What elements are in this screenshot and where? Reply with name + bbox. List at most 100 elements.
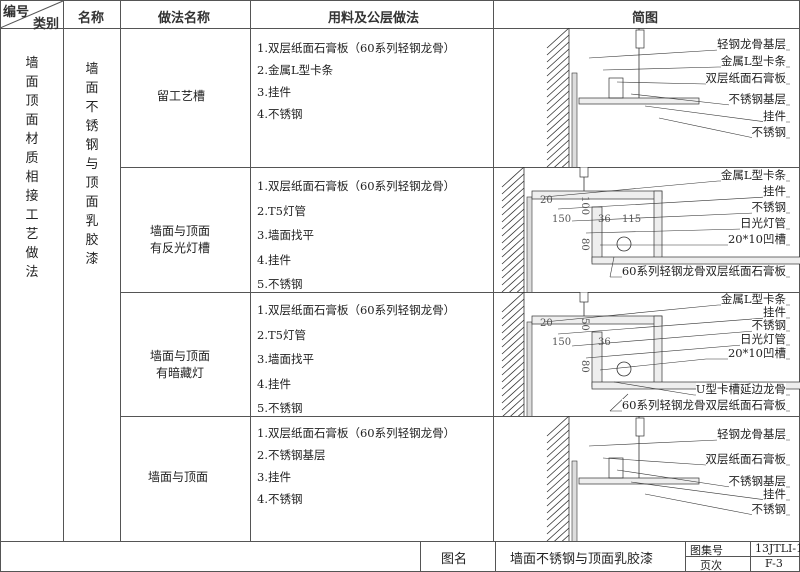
footer-page-label: 页次 <box>700 559 722 572</box>
material-item: 1.双层纸面石膏板（60系列轻钢龙骨） <box>257 179 456 193</box>
wall-hatch <box>501 340 525 362</box>
wall-hatch <box>546 146 570 167</box>
diagram-label: U型卡槽延边龙骨 <box>695 382 786 396</box>
wall-hatch <box>546 499 570 521</box>
diagram-label: 60系列轻钢龙骨双层纸面石膏板 <box>621 398 786 412</box>
diagram-label: 双层纸面石膏板 <box>705 452 786 466</box>
leader-line <box>658 117 755 139</box>
wall-hatch <box>510 403 525 416</box>
dimension-label: 80 <box>579 238 590 251</box>
leader-line <box>602 66 719 71</box>
stainless-panel <box>526 321 533 416</box>
wall-hatch <box>561 160 570 167</box>
leader-line <box>599 358 707 371</box>
wall-hatch <box>501 264 525 286</box>
leader-line <box>616 469 731 488</box>
wall-hatch <box>546 76 570 98</box>
material-item: 2.不锈钢基层 <box>257 448 326 462</box>
wall-hatch <box>546 520 570 541</box>
wall-hatch <box>546 111 570 133</box>
material-item: 1.双层纸面石膏板（60系列轻钢龙骨） <box>257 303 456 317</box>
wall-hatch <box>501 292 525 313</box>
material-item: 5.不锈钢 <box>257 277 303 291</box>
diagram-label: 金属L型卡条 <box>720 54 786 68</box>
wall-hatch <box>546 34 570 56</box>
leader-line <box>571 212 755 222</box>
method-name: 墙面与顶面有暗藏灯 <box>149 349 210 380</box>
material-item: 2.T5灯管 <box>257 203 306 218</box>
material-item: 3.挂件 <box>257 85 291 99</box>
material-item: 3.挂件 <box>257 470 291 484</box>
wall-hatch <box>501 243 525 265</box>
wall-hatch <box>517 410 525 416</box>
diagram-label: 日光灯管 <box>740 332 786 346</box>
wall-hatch <box>501 319 525 341</box>
wall-hatch <box>546 422 570 444</box>
leader-line <box>543 180 719 198</box>
method-name: 墙面与顶面有反光灯槽 <box>149 224 210 255</box>
wall-hatch <box>501 361 525 383</box>
header-category: 类别 <box>33 17 60 32</box>
wall-hatch <box>501 375 525 397</box>
method-name: 留工艺槽 <box>157 89 206 103</box>
material-item: 4.不锈钢 <box>257 492 303 506</box>
wall-hatch <box>546 429 570 451</box>
wall-hatch <box>546 97 570 119</box>
leader-line <box>585 344 743 359</box>
wall-hatch <box>501 167 525 188</box>
wall-hatch <box>501 236 525 258</box>
diagram-label: 轻钢龙骨基层 <box>717 427 786 441</box>
diagram-label: 挂件 <box>763 184 786 198</box>
wall-hatch <box>546 69 570 91</box>
wall-hatch <box>501 257 525 279</box>
wall-hatch <box>546 90 570 112</box>
wall-hatch <box>546 485 570 507</box>
material-item: 2.T5灯管 <box>257 327 306 342</box>
dimension-label: 20 <box>540 318 553 329</box>
leader-line <box>588 49 719 59</box>
dimension-label: 80 <box>579 360 590 373</box>
leader-line <box>630 93 731 106</box>
category-text: 墙面顶面材质相接工艺做法 <box>25 56 39 280</box>
wall-hatch <box>546 457 570 479</box>
leader-line <box>557 196 767 210</box>
keel <box>579 167 589 178</box>
diagram-label: 挂件 <box>763 487 786 501</box>
leader-line <box>585 228 743 234</box>
wall-hatch <box>501 305 525 327</box>
diagram-label: 轻钢龙骨基层 <box>717 37 786 51</box>
wall-hatch <box>501 382 525 404</box>
diagram-label: 不锈钢 <box>751 200 786 214</box>
tube-light <box>616 236 632 252</box>
leader-line <box>557 317 767 335</box>
wall-hatch <box>546 416 570 437</box>
section-diagram <box>546 28 790 167</box>
header-materials: 用料及公层做法 <box>328 11 420 26</box>
wall-hatch <box>501 271 525 292</box>
wall-hatch <box>501 312 525 334</box>
material-item: 4.挂件 <box>257 376 291 391</box>
diagram-label: 日光灯管 <box>740 216 786 230</box>
dimension-label: 36 <box>598 214 611 225</box>
wall-hatch <box>546 492 570 514</box>
wall-hatch <box>501 250 525 272</box>
wall-hatch <box>501 298 525 320</box>
wall-hatch <box>546 28 570 49</box>
dimension-label: 100 <box>579 196 590 216</box>
wall-hatch <box>546 104 570 126</box>
diagram-label: 20*10凹槽 <box>727 232 786 246</box>
wall-hatch <box>501 208 525 230</box>
leader-line <box>571 330 755 347</box>
material-item: 4.不锈钢 <box>257 107 303 121</box>
keel <box>635 417 645 437</box>
header-diagonal <box>0 0 64 29</box>
wall-hatch <box>546 83 570 105</box>
wall-hatch <box>546 450 570 472</box>
dimension-label: 115 <box>622 214 642 225</box>
wall-hatch <box>546 513 570 535</box>
material-item: 1.双层纸面石膏板（60系列轻钢龙骨） <box>257 41 456 55</box>
wall-hatch <box>554 527 570 541</box>
hanger <box>608 457 624 479</box>
dimension-label: 20 <box>540 195 553 206</box>
